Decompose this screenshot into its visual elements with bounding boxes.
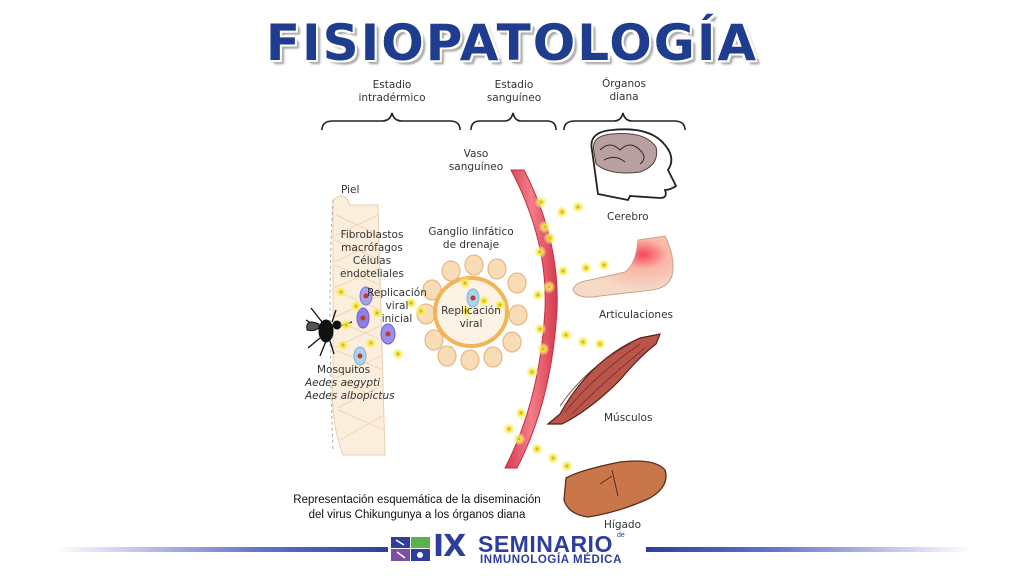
seminar-logo-icon (391, 537, 430, 561)
foot-icon (572, 235, 674, 298)
muscle-icon (546, 333, 661, 425)
infected-cells (353, 286, 396, 366)
footer-de: de (617, 532, 625, 539)
virus-particles (335, 196, 610, 472)
blood-vessel (504, 169, 558, 469)
footer-subtitle: INMUNOLOGÍA MÉDICA (480, 554, 622, 566)
mosquitoes-label: Mosquitos (317, 364, 371, 376)
organ-label-brain: Cerebro (607, 211, 649, 223)
brace-targets (563, 112, 686, 131)
brain-icon (590, 128, 678, 202)
figure-caption: Representación esquemática de la disemin… (293, 494, 541, 521)
footer-roman-numeral: IX (433, 529, 466, 564)
organ-label-muscles: Músculos (604, 412, 653, 424)
mosquito-icon (305, 307, 353, 357)
skin-label: Piel (341, 184, 360, 196)
brace-blood (470, 112, 557, 131)
organ-label-joints: Articulaciones (599, 309, 674, 321)
brace-intradermal (321, 112, 461, 131)
liver-icon (563, 460, 667, 518)
footer-bar-left (55, 547, 388, 552)
page-title: FISIOPATOLOGÍA (265, 14, 759, 72)
footer-bar-right (646, 547, 971, 552)
organ-label-liver: Hígado (604, 519, 642, 531)
footer-seminar: SEMINARIO (478, 531, 613, 557)
